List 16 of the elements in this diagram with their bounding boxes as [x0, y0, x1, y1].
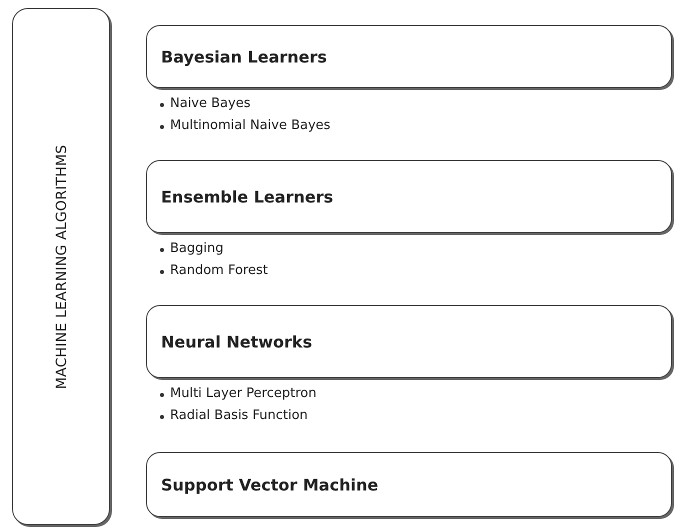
category-box — [146, 305, 672, 378]
bullet-item: Multi Layer Perceptron — [160, 384, 316, 404]
category-heading: Ensemble Learners — [161, 187, 334, 206]
category-panel — [12, 8, 110, 525]
category-box — [146, 25, 672, 88]
category-heading: Support Vector Machine — [161, 475, 378, 494]
category-heading: Bayesian Learners — [161, 47, 327, 66]
panel-title: MACHINE LEARNING ALGORITHMS — [54, 144, 70, 390]
category-heading: Neural Networks — [161, 332, 312, 351]
bullet-item: Naive Bayes — [160, 94, 250, 114]
category-box — [146, 160, 672, 233]
bullet-item: Bagging — [160, 239, 224, 259]
bullet-item: Multinomial Naive Bayes — [160, 116, 330, 136]
bullet-item: Radial Basis Function — [160, 406, 308, 426]
category-box — [146, 452, 672, 517]
bullet-item: Random Forest — [160, 261, 268, 281]
